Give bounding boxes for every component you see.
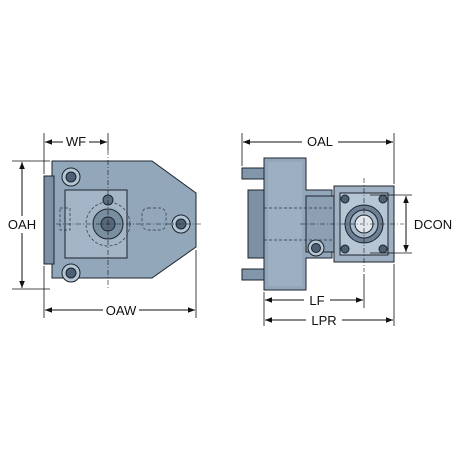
- side-view-flange: [247, 189, 267, 259]
- lpr-label: LPR: [311, 313, 336, 328]
- wf-dimension: WF: [43, 133, 109, 174]
- oah-label: OAH: [8, 217, 36, 232]
- front-view-screw-bottom-left: [61, 263, 81, 283]
- lf-label: LF: [309, 293, 324, 308]
- oah-dimension: OAH: [4, 160, 50, 290]
- front-view-hidden-slot: [59, 207, 71, 231]
- side-view-body-face: [268, 162, 302, 286]
- dcon-label: DCON: [414, 217, 452, 232]
- lpr-dimension: LPR: [265, 264, 395, 328]
- side-view-body-screw: [307, 239, 325, 257]
- lf-dimension: LF: [263, 274, 365, 326]
- front-view-hidden-pocket: [141, 207, 167, 231]
- side-view-head-screw-top-right: [378, 194, 388, 204]
- side-view-head-screw-bottom-left: [340, 244, 350, 254]
- side-view-head-screw-bottom-right: [378, 244, 388, 254]
- oaw-label: OAW: [106, 303, 137, 318]
- oal-label: OAL: [307, 134, 333, 149]
- front-view: [43, 150, 202, 290]
- front-view-flange: [43, 175, 55, 265]
- oaw-dimension: OAW: [43, 250, 197, 318]
- side-view-head-screw-top-left: [340, 194, 350, 204]
- wf-label: WF: [66, 134, 86, 149]
- side-view: [241, 157, 404, 291]
- oal-dimension: OAL: [241, 133, 395, 184]
- dcon-dimension: DCON: [370, 194, 456, 254]
- front-view-screw-top-left: [61, 167, 81, 187]
